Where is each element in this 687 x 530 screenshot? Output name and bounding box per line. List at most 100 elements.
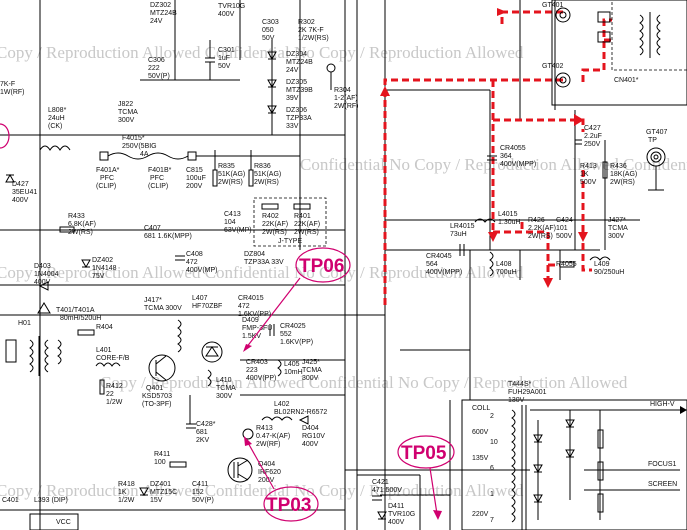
r411-value: 100 bbox=[154, 459, 166, 466]
h01-label: H01 bbox=[18, 320, 31, 327]
l407-label: L407 bbox=[192, 295, 208, 302]
dz401-voltage: 15V bbox=[150, 497, 163, 504]
l409-label: L409 bbox=[594, 261, 610, 268]
r413-label: R413 bbox=[256, 425, 273, 432]
f401a-type: PFC bbox=[100, 175, 114, 182]
r404-label: R404 bbox=[96, 324, 113, 331]
f4015-current: 4A bbox=[140, 151, 149, 158]
j427-voltage: 300V bbox=[608, 233, 625, 240]
r402-rating: 2W(RS) bbox=[262, 229, 287, 236]
cr4045-label: CR4045 bbox=[426, 253, 452, 260]
c427-label: C427 bbox=[584, 125, 601, 132]
f4015-rating: 250V(5BIG bbox=[122, 143, 157, 150]
tap-600v-label: 600V bbox=[472, 429, 489, 436]
r436-label: R436 bbox=[610, 163, 627, 170]
dz304-value: MTZ24B bbox=[286, 59, 313, 66]
dz305-voltage: 39V bbox=[286, 95, 299, 102]
watermark: Copy / Reproduction Allowed Confidential… bbox=[0, 43, 687, 500]
l808-type: (CK) bbox=[48, 123, 62, 130]
j822-label: J822 bbox=[118, 101, 133, 108]
q404-label: Q404 bbox=[258, 461, 275, 468]
d409-value: FMP-3FU bbox=[242, 325, 272, 332]
l410-value: TCMA bbox=[216, 385, 236, 392]
c301-voltage: 50V bbox=[218, 63, 231, 70]
d403-label: D403 bbox=[34, 263, 51, 270]
pin-10-label: 10 bbox=[490, 439, 498, 446]
t401-value: 80mH/520uH bbox=[60, 315, 101, 322]
cr4045-value: 564 bbox=[426, 261, 438, 268]
r433-label: R433 bbox=[68, 213, 85, 220]
pin-2-label: 2 bbox=[490, 413, 494, 420]
r302-value: 2K 7K-F bbox=[298, 27, 324, 34]
q401-package: (TO-3PF) bbox=[142, 401, 171, 408]
j822-value: TCMA bbox=[118, 109, 138, 116]
l393-label: L393 (DIP) bbox=[34, 497, 68, 504]
dz804-label: DZ804 bbox=[244, 251, 265, 258]
r304-label: R304 bbox=[334, 87, 351, 94]
j417-label: J417* bbox=[144, 297, 162, 304]
r835-rating: 2W(RS) bbox=[218, 179, 243, 186]
gt407-test-point: GT407 TP bbox=[646, 129, 668, 191]
c411-voltage: 50V(P) bbox=[192, 497, 214, 504]
dz305-value: MTZ39B bbox=[286, 87, 313, 94]
c408-voltage: 400V(MP) bbox=[186, 267, 218, 274]
c408-value: 472 bbox=[186, 259, 198, 266]
r401-value: 22K(AF) bbox=[294, 221, 320, 228]
right-center-components: C427 2.2uF 250V CR4055 364 400V(MPP) R41… bbox=[426, 125, 637, 277]
q404-value: IRF620 bbox=[258, 469, 281, 476]
r413-right-voltage: 500V bbox=[580, 179, 597, 186]
dz304-label: DZ304 bbox=[286, 51, 307, 58]
f401b-clip: (CLIP) bbox=[148, 183, 168, 190]
dz302-voltage: 24V bbox=[150, 18, 163, 25]
tp06-callout bbox=[295, 247, 351, 283]
t444-voltage: 130V bbox=[508, 397, 525, 404]
pin-6-label: 6 bbox=[490, 465, 494, 472]
tp03-callout bbox=[263, 486, 319, 522]
r402-value: 22K(AF) bbox=[262, 221, 288, 228]
t401-q401-area: T401/T401A 80mH/520uH H01 R404 L401 CORE… bbox=[5, 295, 322, 444]
r413-value: 0.47-K(AF) bbox=[256, 433, 290, 440]
r436-rating: 2W(RS) bbox=[610, 179, 635, 186]
tp03-label: TP03 bbox=[266, 495, 311, 516]
r411-label: R411 bbox=[154, 451, 170, 458]
c424-label: C424 bbox=[556, 217, 573, 224]
pin-7-label: 7 bbox=[490, 517, 494, 524]
main-wiring bbox=[0, 0, 640, 530]
c408-label: C408 bbox=[186, 251, 203, 258]
l408-label: L408 bbox=[496, 261, 512, 268]
r433-rating: 2W(RS) bbox=[68, 229, 93, 236]
j425-value: TCMA bbox=[302, 367, 322, 374]
j427-label: J427* bbox=[608, 217, 626, 224]
fuse-filter-area: L808* 24uH (CK) J822 TCMA 300V F4015* 25… bbox=[5, 101, 300, 204]
j822-voltage: 300V bbox=[118, 117, 135, 124]
dz306-voltage: 33V bbox=[286, 123, 299, 130]
l409-value: 90/250uH bbox=[594, 269, 624, 276]
dz804-value: TZP33A 33V bbox=[244, 259, 284, 266]
q404-voltage: 200V bbox=[258, 477, 275, 484]
l402-label: L402 bbox=[274, 401, 290, 408]
r835-label: R835 bbox=[218, 163, 235, 170]
r302-rating: 1/2W(RS) bbox=[298, 35, 329, 42]
l402-q404-area: L402 BL02RN2-R6572 R413 0.47-K(AF) 2W(RF… bbox=[2, 401, 327, 530]
l407-value: HF70ZBF bbox=[192, 303, 222, 310]
d427-value: 35EU41 bbox=[12, 189, 37, 196]
c401-label: C401 bbox=[2, 497, 19, 504]
r835-value: 51K(AG) bbox=[218, 171, 245, 178]
left-resistor-rating: 1W(RF) bbox=[0, 89, 25, 96]
r412-value: 22 bbox=[106, 391, 114, 398]
d411-voltage: 400V bbox=[388, 519, 405, 526]
l4015-label: L4015 bbox=[498, 211, 518, 218]
c421-d411-area: C421 471 500V D411 TVR10G 400V bbox=[372, 479, 415, 526]
f401a-label: F401A* bbox=[96, 167, 120, 174]
r413-right-label: R413 bbox=[580, 163, 597, 170]
watermark-row-2: Confidential No Copy / Reproduction Allo… bbox=[300, 155, 687, 174]
cn401-label: CN401* bbox=[614, 77, 639, 84]
r401-rating: 2W(RS) bbox=[294, 229, 319, 236]
top-left-components: DZ302 MTZ24B 24V TVR10G 400V C303 050 50… bbox=[0, 0, 359, 135]
pin-1-label: 1 bbox=[490, 491, 494, 498]
c301-label: C301 bbox=[218, 47, 235, 54]
dz402-value: 1N4148 bbox=[92, 265, 117, 272]
q401-label: Q401 bbox=[146, 385, 163, 392]
j427-value: TCMA bbox=[608, 225, 628, 232]
